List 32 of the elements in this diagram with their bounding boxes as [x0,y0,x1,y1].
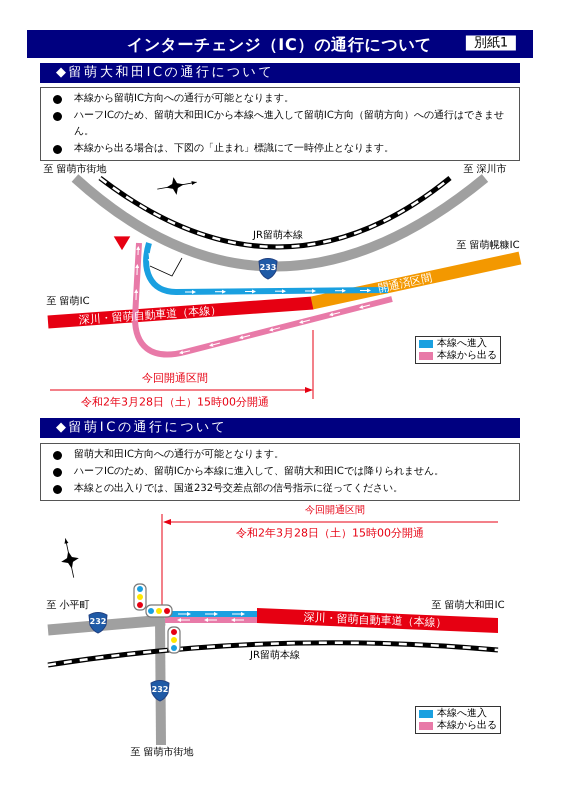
opening-date: 令和2年3月28日（土）15時00分開通 [81,396,269,408]
legend-text: 本線へ進入 [437,339,487,349]
sheet-tag: 別紙1 [466,36,516,50]
place-label: 至 小平町 [46,601,90,611]
railway-label: JR留萌本線 [250,651,300,661]
legend-text: 本線から出る [437,721,497,731]
route-number: 233 [260,264,276,272]
place-label: 至 留萌大和田IC [431,601,505,611]
notice-text: ハーフICのため、留萌大和田ICから本線へ進入して留萌IC方向（留萌方向）への通行はできません。 [74,108,505,139]
section-header: ◆留萌ICの通行について [40,418,520,438]
section-header: ◆留萌大和田ICの通行について [40,63,520,83]
page-title: インターチェンジ（IC）の通行について [127,34,432,56]
opening-date: 令和2年3月28日（土）15時00分開通 [236,528,424,538]
section-label: 今回開通区間 [305,506,365,516]
notice-text: 本線から出る場合は、下図の「止まれ」標識にて一時停止となります。 [74,142,394,156]
place-label: 至 留萌市街地 [130,748,194,758]
notice-box [40,87,520,161]
place-label: 至 留萌市街地 [43,165,107,175]
notice-text: ハーフICのため、留萌ICから本線に進入して、留萌大和田ICでは降りられません。 [74,464,444,479]
route-number: 232 [90,618,106,626]
railway-label: JR留萌本線 [253,231,303,241]
notice-text: 本線との出入りでは、国道232号交差点部の信号指示に従ってください。 [74,482,404,496]
notice-text: 本線から留萌IC方向への通行が可能となります。 [74,92,294,106]
section-label: 今回開通区間 [142,372,208,384]
place-label: 至 留萌幌糠IC [456,241,520,251]
legend-text: 本線から出る [437,351,497,361]
notice-text: 留萌大和田IC方向への通行が可能となります。 [74,448,284,462]
legend-text: 本線へ進入 [437,709,487,719]
road-label: 深川・留萌自動車道（本線） [303,612,447,628]
route-number: 232 [152,686,168,694]
notice-box [40,443,520,501]
place-label: 至 深川市 [463,165,507,175]
